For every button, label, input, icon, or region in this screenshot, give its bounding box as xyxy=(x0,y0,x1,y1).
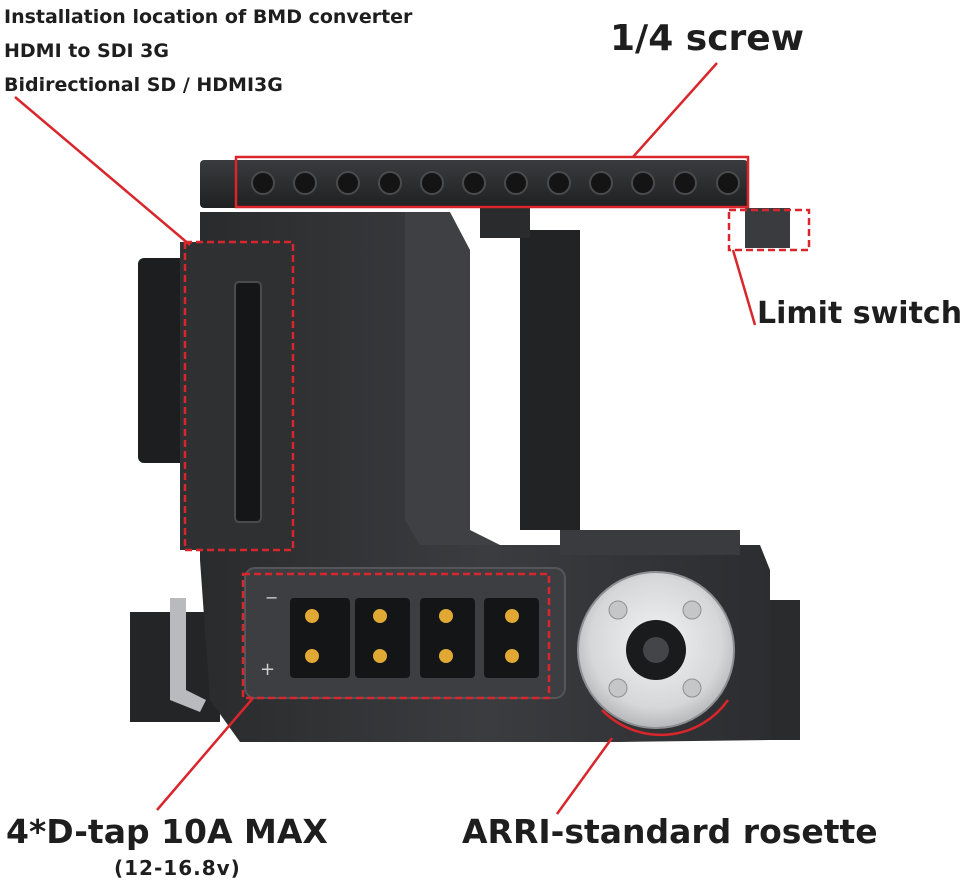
screw-holes xyxy=(251,171,740,195)
arri-rosette xyxy=(577,571,735,729)
svg-text:−: − xyxy=(265,588,278,607)
bmd-label-line-2: HDMI to SDI 3G xyxy=(4,40,169,62)
dtap-box xyxy=(241,572,551,700)
bmd-label-line-1: Installation location of BMD converter xyxy=(4,6,413,28)
limit-switch-label: Limit switch xyxy=(757,296,963,331)
dtap-port-2 xyxy=(355,598,410,678)
rosette-label: ARRI-standard rosette xyxy=(462,812,878,851)
screw-label: 1/4 screw xyxy=(610,18,804,59)
sd-slot xyxy=(234,281,262,523)
dtap-label: 4*D-tap 10A MAX xyxy=(6,812,328,851)
dtap-port-4 xyxy=(484,598,539,678)
limit-switch-box xyxy=(727,208,811,252)
bmd-converter-label: Installation location of BMD converter H… xyxy=(4,0,412,102)
dtap-ports xyxy=(290,598,539,678)
svg-text:+: + xyxy=(260,659,275,680)
dtap-port-3 xyxy=(420,598,475,678)
bmd-label-line-3: Bidirectional SD / HDMI3G xyxy=(4,74,283,96)
dtap-voltage-label: (12-16.8v) xyxy=(114,856,241,880)
dtap-port-1 xyxy=(290,598,350,678)
screw-highlight-box xyxy=(234,155,750,209)
annotation-marks xyxy=(14,62,811,815)
rosette-arc xyxy=(601,699,730,737)
bmd-slot-box xyxy=(183,240,295,552)
